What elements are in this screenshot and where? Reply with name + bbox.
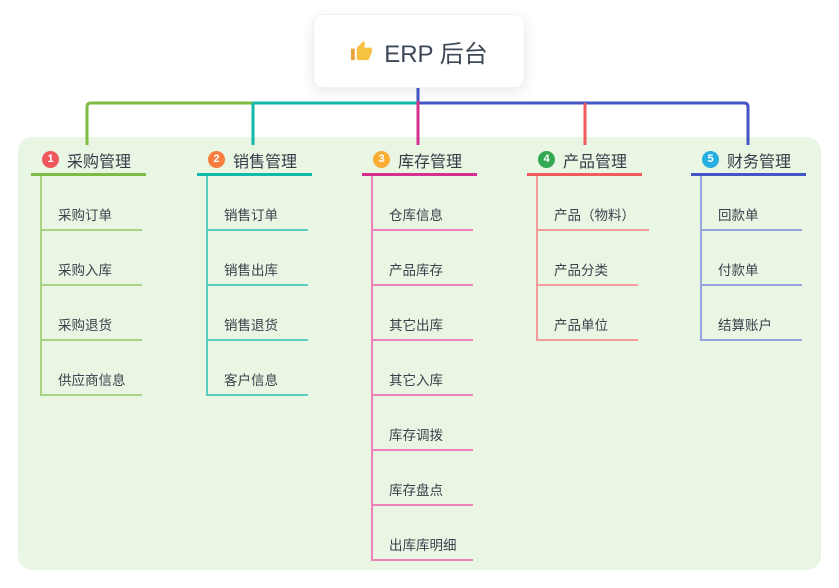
branch-number-badge: 5 (702, 151, 719, 168)
child-node-label: 销售订单 (224, 208, 278, 223)
child-node-label: 仓库信息 (389, 208, 443, 223)
root-node[interactable]: ERP 后台 (313, 14, 525, 88)
branch-children: 销售订单销售出库销售退货客户信息 (206, 176, 308, 396)
child-node-label: 采购退货 (58, 318, 112, 333)
branch-number-badge: 4 (538, 151, 555, 168)
branch-inventory: 3 库存管理 仓库信息产品库存其它出库其它入库库存调拨库存盘点出库库明细 (362, 146, 477, 561)
child-node-label: 供应商信息 (58, 373, 126, 388)
child-node[interactable]: 出库库明细 (373, 506, 473, 561)
child-node-label: 库存盘点 (389, 483, 443, 498)
child-node[interactable]: 产品（物料） (538, 176, 649, 231)
child-node[interactable]: 销售出库 (208, 231, 308, 286)
branch-label: 销售管理 (233, 153, 298, 171)
child-node-label: 回款单 (718, 208, 759, 223)
child-node-label: 客户信息 (224, 373, 278, 388)
child-node[interactable]: 采购订单 (42, 176, 142, 231)
branch-number-badge: 2 (208, 151, 225, 168)
branch-label: 财务管理 (727, 153, 792, 171)
child-node[interactable]: 销售退货 (208, 286, 308, 341)
branch-children: 回款单付款单结算账户 (700, 176, 802, 341)
branch-finance: 5 财务管理 回款单付款单结算账户 (691, 146, 806, 341)
child-node[interactable]: 库存盘点 (373, 451, 473, 506)
branch-header[interactable]: 1 采购管理 (31, 146, 146, 176)
child-node[interactable]: 采购入库 (42, 231, 142, 286)
child-node-label: 出库库明细 (389, 538, 457, 553)
branch-children: 产品（物料） 产品分类产品单位 (536, 176, 649, 341)
branch-number-badge: 3 (373, 151, 390, 168)
thumbs-up-icon (350, 40, 373, 63)
child-node-label: 其它入库 (389, 373, 443, 388)
branch-label: 库存管理 (398, 153, 463, 171)
branch-product: 4 产品管理 产品（物料） 产品分类产品单位 (527, 146, 649, 341)
branch-children: 仓库信息产品库存其它出库其它入库库存调拨库存盘点出库库明细 (371, 176, 473, 561)
child-node[interactable]: 付款单 (702, 231, 802, 286)
child-node[interactable]: 销售订单 (208, 176, 308, 231)
child-node[interactable]: 供应商信息 (42, 341, 142, 396)
child-node[interactable]: 产品分类 (538, 231, 638, 286)
branch-header[interactable]: 3 库存管理 (362, 146, 477, 176)
child-node[interactable]: 其它入库 (373, 341, 473, 396)
child-node-label: 产品分类 (554, 263, 608, 278)
child-node-label: 产品（物料） (554, 208, 635, 223)
child-node[interactable]: 采购退货 (42, 286, 142, 341)
child-node[interactable]: 其它出库 (373, 286, 473, 341)
child-node-label: 销售退货 (224, 318, 278, 333)
child-node-label: 产品单位 (554, 318, 608, 333)
child-node[interactable]: 库存调拨 (373, 396, 473, 451)
child-node-label: 产品库存 (389, 263, 443, 278)
child-node[interactable]: 客户信息 (208, 341, 308, 396)
branch-children: 采购订单采购入库采购退货供应商信息 (40, 176, 142, 396)
branch-label: 产品管理 (563, 153, 628, 171)
branch-header[interactable]: 4 产品管理 (527, 146, 642, 176)
child-node[interactable]: 仓库信息 (373, 176, 473, 231)
branches-panel: 1 采购管理 采购订单采购入库采购退货供应商信息 2 销售管理 销售订单销售出库… (18, 137, 821, 570)
child-node-label: 采购入库 (58, 263, 112, 278)
child-node-label: 库存调拨 (389, 428, 443, 443)
branch-sales: 2 销售管理 销售订单销售出库销售退货客户信息 (197, 146, 312, 396)
branch-label: 采购管理 (67, 153, 132, 171)
child-node-label: 付款单 (718, 263, 759, 278)
child-node[interactable]: 产品单位 (538, 286, 638, 341)
branch-number-badge: 1 (42, 151, 59, 168)
child-node-label: 采购订单 (58, 208, 112, 223)
branch-header[interactable]: 2 销售管理 (197, 146, 312, 176)
child-node-label: 销售出库 (224, 263, 278, 278)
child-node[interactable]: 产品库存 (373, 231, 473, 286)
branch-purchase: 1 采购管理 采购订单采购入库采购退货供应商信息 (31, 146, 146, 396)
branch-header[interactable]: 5 财务管理 (691, 146, 806, 176)
child-node[interactable]: 回款单 (702, 176, 802, 231)
root-title: ERP 后台 (384, 40, 488, 68)
child-node-label: 结算账户 (718, 318, 772, 333)
child-node[interactable]: 结算账户 (702, 286, 802, 341)
child-node-label: 其它出库 (389, 318, 443, 333)
